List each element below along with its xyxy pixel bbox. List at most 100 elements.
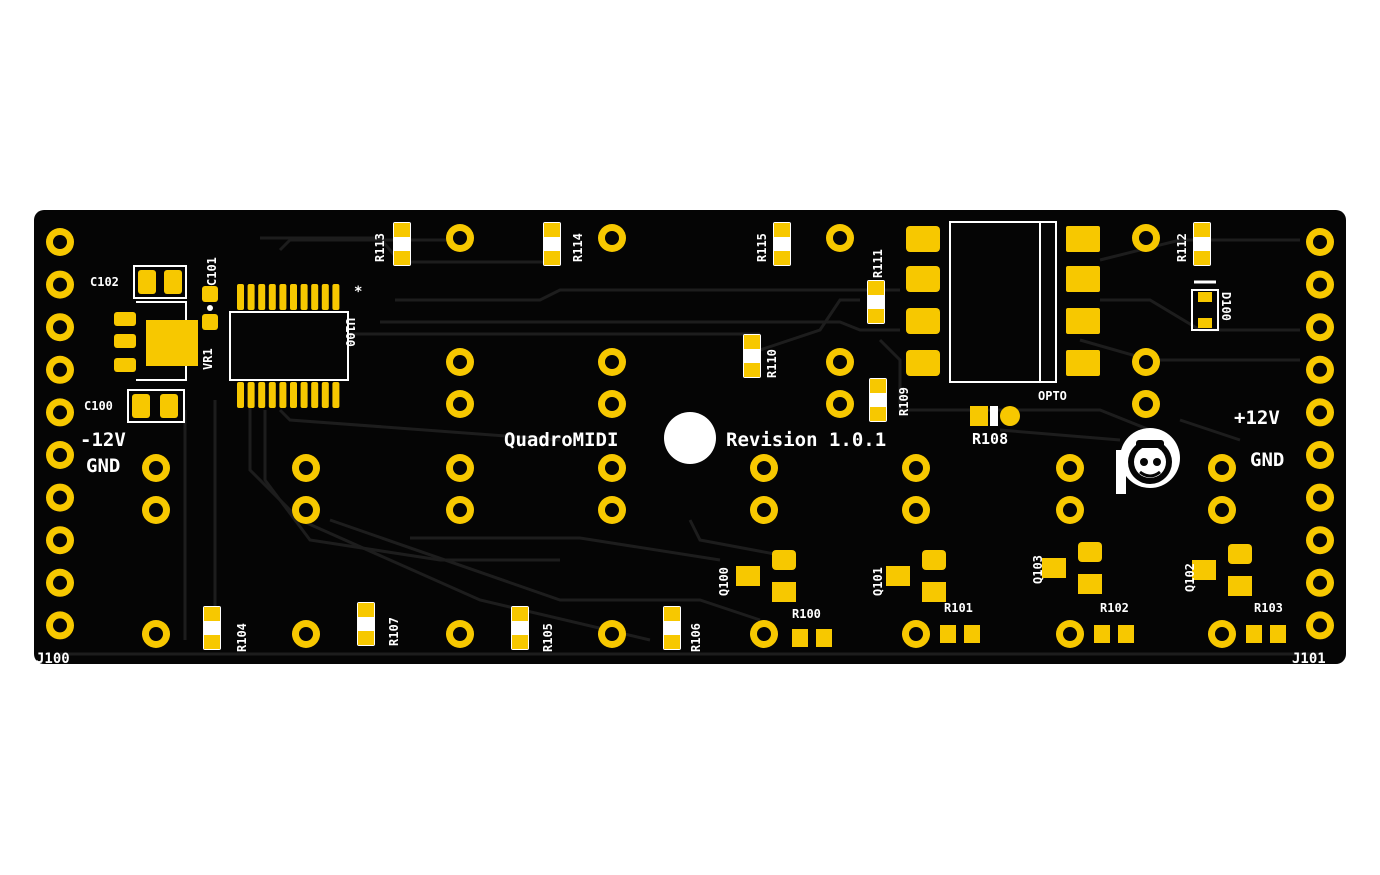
through-hole-pad — [142, 496, 170, 524]
ic-pin — [321, 284, 329, 310]
through-hole-pad — [1056, 620, 1084, 648]
ic-pin — [237, 284, 244, 310]
smd-resistor — [773, 222, 791, 266]
through-hole-pad — [1056, 454, 1084, 482]
header-pin — [46, 270, 74, 299]
ic-pin — [311, 382, 319, 408]
smd-resistor — [869, 378, 887, 422]
through-hole-pad — [902, 454, 930, 482]
through-hole-pad — [598, 620, 626, 648]
ic-pin — [258, 284, 266, 310]
header-pin — [46, 228, 74, 256]
board-revision: Revision 1.0.1 — [726, 429, 886, 451]
through-hole-pad — [446, 348, 474, 376]
through-hole-pad — [1208, 454, 1236, 482]
ic-u100 — [229, 284, 349, 408]
through-hole-pad — [1132, 224, 1160, 252]
through-hole-pad — [598, 224, 626, 252]
smd-resistor — [663, 606, 681, 650]
ref-r101: R101 — [944, 601, 973, 615]
through-hole-pad — [750, 496, 778, 524]
ref-d100: D100 — [1219, 292, 1233, 321]
ic-pin — [268, 382, 276, 408]
ic-pin — [321, 382, 329, 408]
label-pos12v: +12V — [1234, 407, 1280, 429]
header-pin — [1306, 611, 1334, 640]
ic-pin — [300, 382, 308, 408]
ref-q102: Q102 — [1183, 563, 1197, 592]
through-hole-pad — [1132, 390, 1160, 418]
header-pin — [46, 611, 74, 640]
header-pin — [46, 313, 74, 342]
ic-pin — [300, 284, 308, 310]
smd-resistor — [1246, 625, 1286, 643]
ref-vr1: VR1 — [201, 348, 215, 370]
header-pin — [1306, 483, 1334, 512]
header-pin — [46, 441, 74, 469]
label-neg12v: -12V — [80, 429, 126, 451]
ref-c101: C101 — [205, 257, 219, 286]
smd-resistor — [743, 334, 761, 378]
through-hole-pad — [826, 390, 854, 418]
smd-resistor — [511, 606, 529, 650]
ref-r102: R102 — [1100, 601, 1129, 615]
ic-pin — [290, 382, 297, 408]
through-hole-pad — [750, 454, 778, 482]
ic-pin — [247, 284, 255, 310]
through-hole-pad — [1208, 496, 1236, 524]
transistor — [1192, 544, 1252, 596]
ic-pin — [332, 284, 340, 310]
smd-resistor — [867, 280, 885, 324]
ref-r112: R112 — [1175, 233, 1189, 262]
ic-pin — [268, 284, 276, 310]
logo-icon — [1116, 428, 1180, 494]
label-j100: J100 — [36, 651, 70, 667]
smd-resistor — [543, 222, 561, 266]
through-hole-pad — [142, 620, 170, 648]
header-pin — [1306, 441, 1334, 469]
ref-r105: R105 — [541, 623, 555, 652]
through-hole-pad — [292, 620, 320, 648]
optocoupler — [906, 221, 1100, 383]
ic-pin — [311, 284, 319, 310]
label-gnd-left: GND — [86, 455, 120, 477]
copper-traces — [60, 236, 1320, 656]
ref-c102: C102 — [90, 275, 119, 289]
smd-resistors — [203, 222, 1286, 650]
ref-c100: C100 — [84, 399, 113, 413]
ic-pin — [237, 382, 244, 408]
smd-resistor — [792, 629, 832, 647]
ic-pin — [258, 382, 266, 408]
transistors — [736, 542, 1252, 602]
header-pin — [1306, 398, 1334, 427]
ref-r110: R110 — [765, 349, 779, 378]
through-hole-pad — [446, 224, 474, 252]
through-hole-pad — [826, 348, 854, 376]
through-hole-pad — [446, 454, 474, 482]
header-pin — [46, 568, 74, 597]
smd-resistor — [357, 602, 375, 646]
ic-pin — [279, 284, 287, 310]
ref-u100-star: * — [354, 284, 362, 300]
header-pin — [1306, 313, 1334, 342]
ref-r111: R111 — [871, 249, 885, 278]
through-hole-pad — [446, 496, 474, 524]
ref-r107: R107 — [387, 617, 401, 646]
header-pin — [46, 398, 74, 427]
silkscreen-text: QuadroMIDI Revision 1.0.1 -12V GND +12V … — [36, 233, 1326, 667]
ic-pin — [290, 284, 297, 310]
through-hole-pad — [902, 496, 930, 524]
smd-resistor — [1193, 222, 1211, 266]
through-hole-pad — [902, 620, 930, 648]
through-hole-pad — [598, 454, 626, 482]
header-pin — [46, 526, 74, 555]
header-pin — [1306, 568, 1334, 597]
through-hole-pad — [446, 620, 474, 648]
header-pin — [1306, 270, 1334, 299]
regulator-section — [114, 265, 218, 423]
header-j100-pins — [46, 228, 74, 640]
smd-resistor — [940, 625, 980, 643]
header-pin — [1306, 526, 1334, 555]
through-hole-pad — [598, 496, 626, 524]
